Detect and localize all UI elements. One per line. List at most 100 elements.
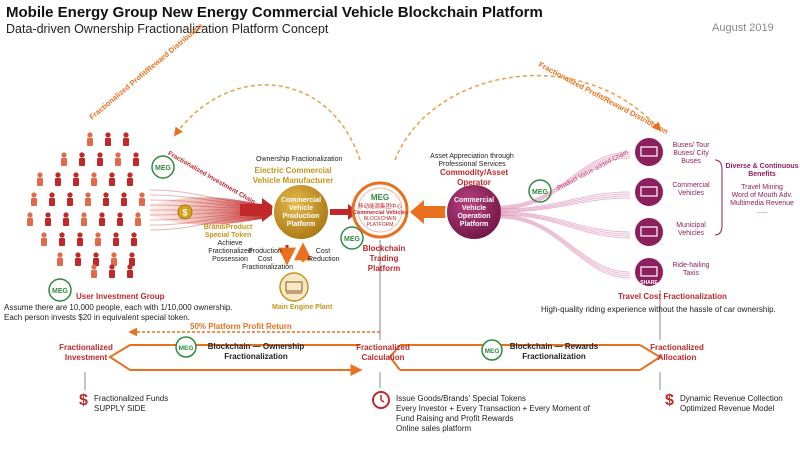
user-group-label: User Investment Group	[76, 292, 165, 301]
person-icon	[111, 252, 117, 258]
arrow-to-center	[327, 204, 358, 220]
benefits-title: Diverse & Continuous Benefits	[725, 163, 799, 178]
flow-line	[149, 189, 269, 205]
person-icon	[79, 152, 85, 158]
svg-text:MEG: MEG	[532, 189, 549, 196]
person-icon	[109, 172, 115, 178]
person-icon	[67, 198, 73, 206]
svg-text:$: $	[182, 208, 187, 218]
person-icon	[135, 212, 141, 218]
person-icon	[127, 264, 133, 270]
person-icon	[93, 252, 99, 258]
person-icon	[27, 212, 33, 218]
benefit-word-of-mouth: Word of Mouth Adv.	[731, 192, 793, 199]
factory-icon	[279, 272, 309, 302]
svg-text:MEG: MEG	[344, 236, 361, 243]
person-icon	[103, 198, 109, 206]
dollar-coin-icon	[177, 204, 193, 220]
service-label: Ride-hailing Taxis	[672, 262, 710, 277]
person-icon	[59, 232, 65, 238]
meg-logo-icon: MEG	[175, 336, 197, 358]
share-badge: SHARE	[640, 280, 658, 286]
dollar-icon: $	[665, 392, 674, 409]
person-icon	[91, 264, 97, 270]
dynamic-revenue-label: Dynamic Revenue Collection	[680, 394, 783, 403]
person-icon	[81, 212, 87, 218]
flow-line	[499, 191, 631, 210]
person-icon	[77, 238, 83, 246]
benefit-travel-mining: Travel Mining	[741, 184, 783, 191]
service-label: Municipal Vehicles	[676, 222, 706, 237]
svg-text:MEG: MEG	[155, 165, 172, 172]
online-sales-label: Online sales platform	[396, 424, 472, 433]
person-icon	[123, 132, 129, 138]
person-icon	[87, 138, 93, 146]
person-icon	[37, 172, 43, 178]
left-arc-label: Fractionalized Profit/Reward Distributio…	[88, 21, 206, 122]
asset-appreciation-label: Asset Appreciation through Professional …	[430, 153, 514, 168]
bus-icon	[633, 136, 665, 168]
person-icon	[63, 218, 69, 226]
person-icon	[73, 172, 79, 178]
svg-text:MEG: MEG	[179, 345, 194, 352]
achieve-label: Achieve Fractionalized Possession	[208, 240, 252, 263]
person-icon	[129, 258, 135, 266]
person-icon	[91, 270, 97, 278]
person-icon	[41, 238, 47, 246]
person-icon	[109, 270, 115, 278]
person-icon	[77, 232, 83, 238]
person-icon	[57, 252, 63, 258]
person-icon	[115, 158, 121, 166]
fractionalized-funds-label: Fractionalized Funds	[94, 394, 169, 403]
alarm-clock-icon	[372, 391, 390, 409]
operation-platform-circle	[445, 183, 503, 241]
meg-logo-icon: MEG	[48, 278, 72, 302]
share-car-icon	[633, 256, 665, 288]
fractionalized-calculation-label: Fractionalized Calculation	[356, 343, 410, 362]
share-car-icon-glyph	[640, 266, 658, 277]
flow-line	[499, 157, 631, 210]
operator-title: Commodity/Asset Operator	[439, 168, 508, 187]
person-icon	[127, 172, 133, 178]
flow-line	[149, 215, 269, 231]
meg-logo-icon: MEG	[151, 155, 175, 179]
person-icon	[31, 198, 37, 206]
building-icon-glyph	[640, 226, 658, 237]
right-arc	[394, 75, 662, 161]
person-icon	[99, 212, 105, 218]
fund-raising-label: Fund Raising and Profit Rewards	[396, 414, 514, 423]
person-icon	[123, 138, 129, 146]
person-icon	[63, 212, 69, 218]
date-label: August 2019	[712, 22, 774, 34]
person-icon	[59, 238, 65, 246]
svg-text:MEG: MEG	[485, 348, 500, 355]
truck-icon-glyph	[640, 186, 658, 197]
flow-line	[499, 193, 631, 211]
meg-logo-icon: MEG	[340, 226, 364, 250]
person-icon	[27, 218, 33, 226]
arrow-from-operator	[410, 200, 446, 224]
travel-cost-label: Travel Cost Fractionalization	[618, 292, 727, 301]
person-icon	[131, 232, 137, 238]
svg-text:MEG: MEG	[371, 193, 389, 202]
person-icon	[109, 264, 115, 270]
ownership-fractionalization-label: Ownership Fractionalization	[256, 156, 343, 163]
fractionalized-investment-label: Fractionalized Investment	[59, 343, 113, 362]
trading-platform-label: Blockchain Trading Platform	[362, 244, 406, 273]
person-icon	[49, 192, 55, 198]
user-investment-group-icon	[27, 132, 145, 278]
production-cost-label: Production Cost Fractionalization	[242, 248, 293, 271]
center-logo-line2: BLOCKCHAIN PLATFORM	[363, 216, 397, 228]
dollar-icon: $	[79, 392, 88, 409]
person-icon	[87, 132, 93, 138]
flow-line	[499, 151, 631, 207]
person-icon	[75, 258, 81, 266]
person-icon	[61, 158, 67, 166]
manufacturer-title: Electric Commercial Vehicle Manufacturer	[252, 166, 334, 185]
person-icon	[55, 172, 61, 178]
flow-line	[499, 212, 631, 235]
person-icon	[95, 238, 101, 246]
fractionalized-allocation-label: Fractionalized Allocation	[650, 343, 704, 362]
special-token-label: Brand/Product Special Token	[203, 224, 253, 239]
truck-icon	[633, 176, 665, 208]
